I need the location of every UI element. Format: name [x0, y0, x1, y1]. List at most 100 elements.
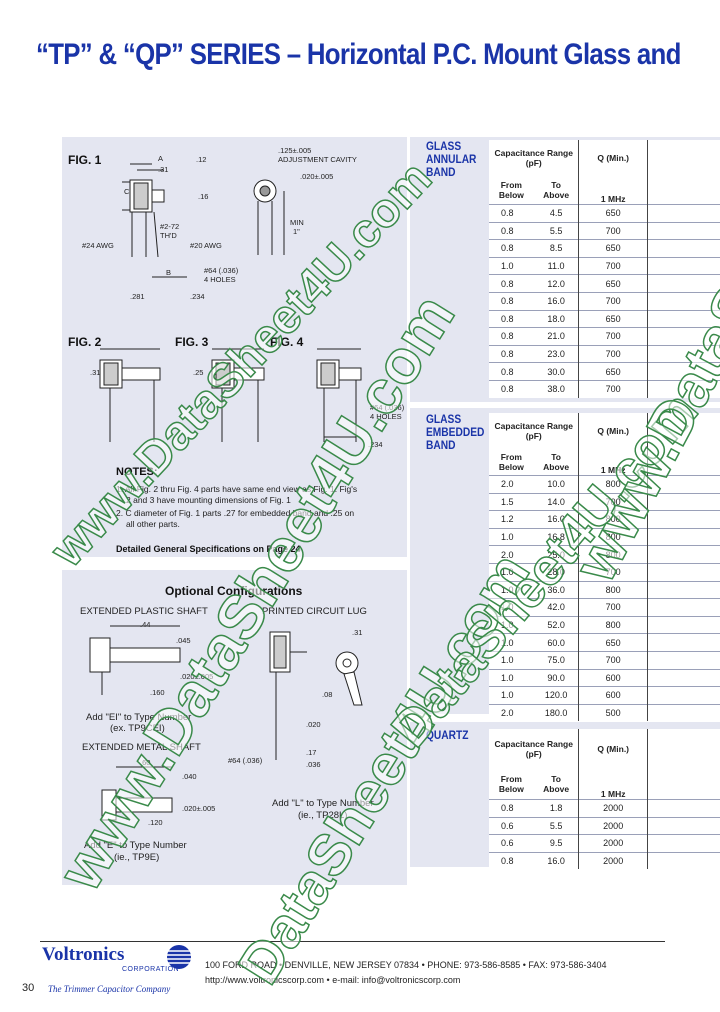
- dim-min1: 1": [293, 227, 300, 236]
- dim-awg20: #20 AWG: [190, 241, 222, 250]
- fig4-label: FIG. 4: [270, 335, 304, 349]
- from-value: 0.6: [489, 816, 534, 835]
- ei-note-2: (ex. TP9CEI): [110, 723, 165, 734]
- to-value: 90.0: [533, 668, 579, 687]
- from-value: 2.0: [489, 475, 534, 494]
- empty-col: [646, 492, 720, 511]
- to-value: 11.0: [533, 256, 579, 275]
- q-value: 700: [578, 650, 648, 670]
- from-line: From: [500, 452, 522, 462]
- freq-header: 1 MHz: [578, 449, 648, 476]
- empty-col: [646, 256, 720, 275]
- from-value: 0.8: [489, 362, 534, 381]
- to-value: 1.8: [533, 799, 579, 818]
- category-glass-annular: GLASS ANNULAR BAND: [426, 140, 476, 179]
- empty-col: [646, 274, 720, 293]
- q-value: 650: [578, 274, 648, 293]
- note-2b: all other parts.: [126, 519, 180, 529]
- empty-col: [646, 686, 720, 705]
- dim-a: A: [158, 154, 164, 163]
- q-value: 600: [578, 686, 648, 705]
- from-value: 1.0: [489, 615, 534, 634]
- from-value: 0.8: [489, 799, 534, 818]
- category-line: QUARTZ: [426, 728, 469, 742]
- voltronics-logo: Voltronics: [42, 944, 125, 965]
- opt-dim-160: .160: [150, 688, 165, 697]
- dim-c: C: [124, 187, 130, 196]
- to-line: To: [551, 774, 561, 784]
- from-value: 1.2: [489, 510, 534, 529]
- dim-holes3: #64 (.036): [370, 403, 405, 412]
- to-value: 18.0: [533, 309, 579, 328]
- to-value: 38.0: [533, 379, 579, 398]
- to-value: 8.5: [533, 239, 579, 258]
- opt-dim-036: .036: [306, 760, 321, 769]
- opt-dim-h64: #64 (.036): [228, 756, 263, 765]
- empty-col: [646, 344, 720, 363]
- opt-dim-44: .44: [140, 620, 151, 629]
- to-value: 4.5: [533, 204, 579, 223]
- empty-col: [646, 413, 720, 449]
- to-line: To: [551, 180, 561, 190]
- q-header: Q (Min.): [578, 729, 648, 769]
- from-value: 0.8: [489, 327, 534, 346]
- q-value: 2000: [578, 816, 648, 835]
- empty-col: [646, 650, 720, 670]
- q-value: 650: [578, 633, 648, 652]
- empty-col: [646, 668, 720, 687]
- category-line: GLASS: [426, 412, 462, 426]
- logo-globe-icon: [167, 945, 191, 969]
- note-1b: 2 and 3 have mounting dimensions of Fig.…: [126, 495, 291, 505]
- from-value: 2.0: [489, 545, 534, 564]
- q-value: 700: [578, 598, 648, 617]
- dim-holes1: #64 (.036): [204, 266, 239, 275]
- q-value: 800: [578, 475, 648, 494]
- empty-col: [646, 309, 720, 328]
- to-value: 28.0: [533, 562, 579, 582]
- dim-thd: #2-72: [160, 222, 180, 231]
- cap-header: Capacitance Range (pF): [489, 140, 579, 176]
- q-value: 700: [578, 492, 648, 511]
- from-value: 1.0: [489, 562, 534, 582]
- pc-lug-label: PRINTED CIRCUIT LUG: [262, 606, 367, 617]
- to-value: 30.0: [533, 362, 579, 381]
- l-note-1: Add "L" to Type Number: [272, 798, 374, 809]
- empty-col: [646, 633, 720, 652]
- cap-header-line: Capacitance Range: [494, 421, 573, 431]
- dim-12: .12: [196, 155, 207, 164]
- q-header: Q (Min.): [578, 140, 648, 176]
- q-value: 800: [578, 615, 648, 634]
- to-value: 60.0: [533, 633, 579, 652]
- cap-header: Capacitance Range (pF): [489, 729, 579, 769]
- empty-col: [646, 816, 720, 835]
- to-header: To Above: [534, 176, 579, 205]
- to-value: 180.0: [533, 703, 579, 722]
- q-value: 500: [578, 703, 648, 722]
- dim-thd2: TH'D: [160, 231, 177, 240]
- opt-dim-31: .31: [352, 628, 363, 637]
- dim-awg24: #24 AWG: [82, 241, 114, 250]
- q-value: 700: [578, 344, 648, 363]
- q-value: 700: [578, 256, 648, 275]
- dim-16: .16: [198, 192, 209, 201]
- to-value: 23.0: [533, 344, 579, 363]
- footer-rule: [40, 941, 665, 942]
- dim-281: .281: [130, 292, 145, 301]
- category-line: ANNULAR: [426, 152, 477, 166]
- figures-panel: [62, 137, 407, 557]
- fig1-label: FIG. 1: [68, 153, 102, 167]
